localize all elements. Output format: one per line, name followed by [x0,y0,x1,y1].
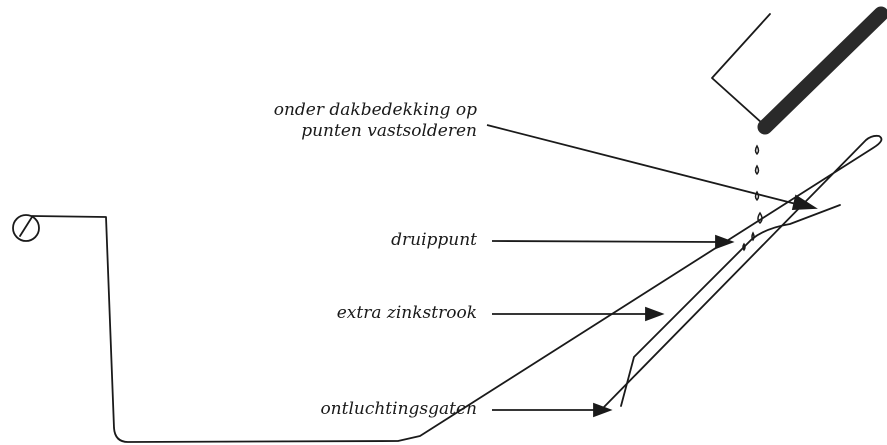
gutter-bead [12,214,40,242]
water-drop-icon [757,211,763,225]
water-drop-icon [751,231,755,242]
arrow-solder [486,124,818,210]
arrow-extra-strip [492,306,665,322]
label-vent-holes: ontluchtingsgaten [320,399,477,419]
gutter-bead-curl [19,216,33,237]
arrow-drip-point [491,234,735,250]
label-solder: onder dakbedekking op punten vastsoldere… [274,100,477,142]
water-drop-icon [754,144,760,156]
extra-zinc-strip [620,204,841,407]
label-solder-line2: punten vastsolderen [301,121,477,141]
label-drip-point: druippunt [391,230,477,250]
arrow-vent-holes [492,402,613,418]
label-solder-line1: onder dakbedekking op [273,100,477,120]
gutter-profile [31,134,883,443]
water-drop-icon [754,164,760,176]
roof-covering-edge [757,6,887,135]
water-drop-icon [742,242,746,252]
roof-covering-outline [711,13,771,125]
label-extra-zinc-strip: extra zinkstrook [336,303,477,323]
